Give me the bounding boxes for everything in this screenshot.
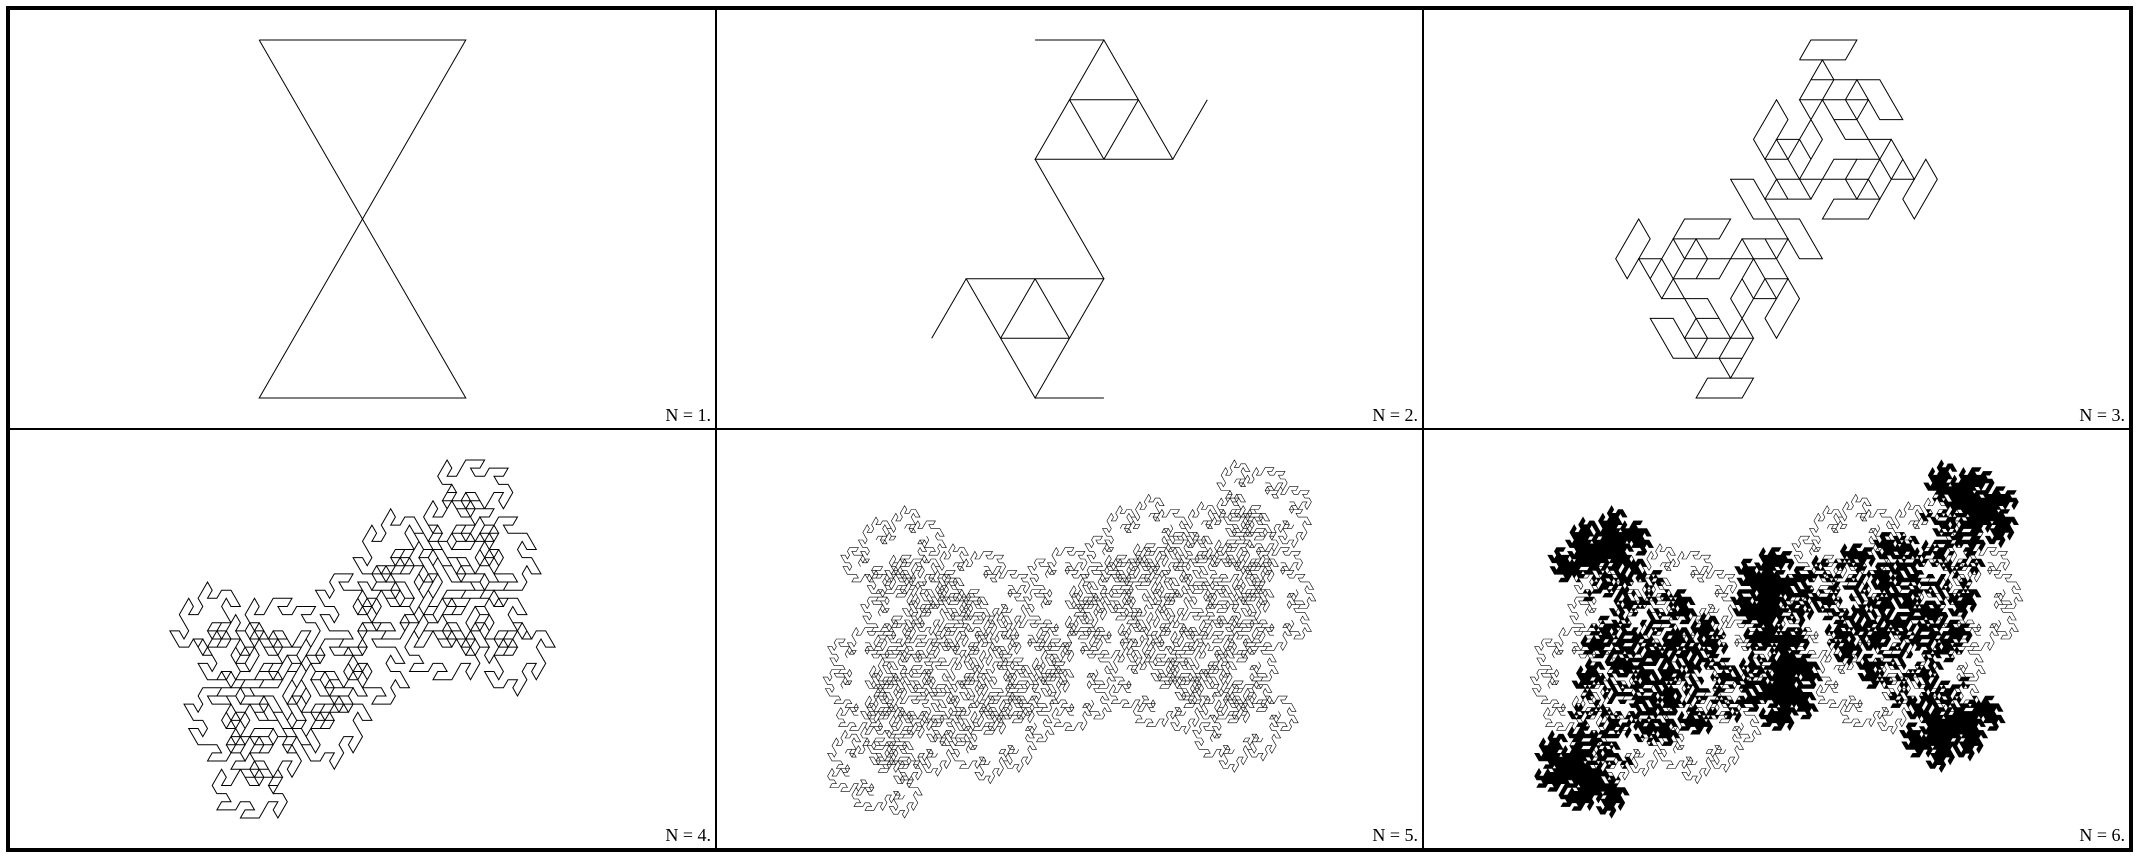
curve-path <box>931 38 1208 400</box>
panel-label: N = 1. <box>665 405 711 425</box>
fractal-curve-2 <box>931 38 1208 400</box>
panel-label: N = 5. <box>1372 825 1418 845</box>
panel-label: N = 6. <box>2079 825 2125 845</box>
panel-label: N = 3. <box>2079 405 2125 425</box>
curve-path <box>1529 459 2024 819</box>
panel-4: N = 4. <box>9 429 716 849</box>
panel-5: N = 5. <box>716 429 1423 849</box>
panel-grid: N = 1. N = 2. N = 3. N = 4. N = 5. N = 6… <box>6 6 2133 852</box>
fractal-curve-5 <box>822 459 1317 819</box>
panel-2: N = 2. <box>716 9 1423 429</box>
curve-path <box>822 459 1317 819</box>
curve-path <box>1615 39 1938 399</box>
curve-path <box>258 39 467 399</box>
panel-label: N = 4. <box>665 825 711 845</box>
panel-label: N = 2. <box>1372 405 1418 425</box>
fractal-curve-3 <box>1615 39 1938 399</box>
panel-6: N = 6. <box>1423 429 2130 849</box>
panel-3: N = 3. <box>1423 9 2130 429</box>
fractal-curve-4 <box>169 459 556 819</box>
curve-path <box>169 459 556 819</box>
fractal-curve-1 <box>258 39 467 399</box>
fractal-curve-6 <box>1529 459 2024 819</box>
panel-1: N = 1. <box>9 9 716 429</box>
